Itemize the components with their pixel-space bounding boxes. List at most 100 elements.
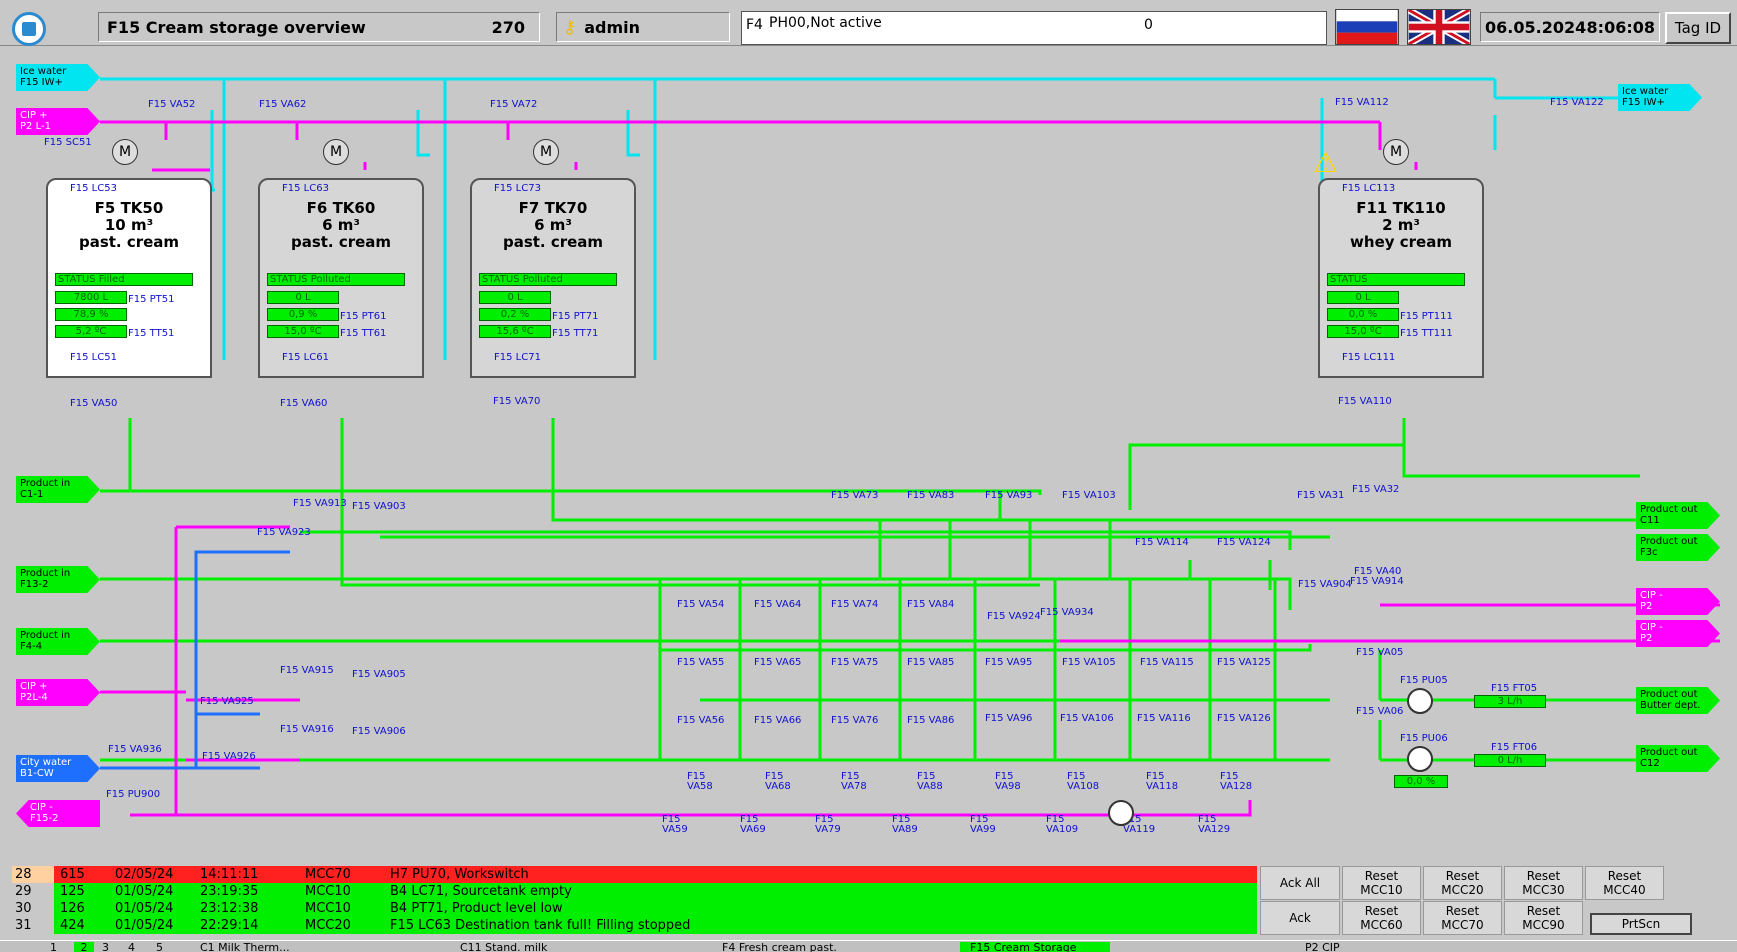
russian-flag-icon[interactable] [1335, 9, 1399, 45]
tank-temp: 15,0 ºC [1327, 325, 1399, 338]
datetime-box: 06.05.2024 8:06:08 [1480, 12, 1660, 42]
nav-tab-c11[interactable]: C11 Stand. milk [460, 942, 548, 952]
tag-id-button[interactable]: Tag ID [1665, 12, 1731, 44]
reset-mcc70-button[interactable]: Reset MCC70 [1423, 901, 1502, 935]
product-out-c11-tag[interactable]: Product out C11 [1636, 502, 1720, 529]
message-box[interactable]: F4 PH00,Not active 0 [741, 11, 1327, 45]
agitator-motor-icon[interactable]: M [1383, 139, 1409, 165]
valve-label: F15 VA936 [108, 744, 162, 755]
temp-transmitter-label: F15 TT71 [552, 328, 599, 339]
page-button[interactable]: 4 [128, 942, 135, 952]
valve-label: F15 VA70 [493, 396, 541, 407]
pump-label: F15 PU900 [106, 789, 161, 800]
cip-out-p2-tag-1[interactable]: CIP - P2 [1636, 588, 1720, 615]
pump-pu05-icon[interactable] [1407, 688, 1433, 714]
valve-label: F15 VA110 [1338, 396, 1392, 407]
tank-level: 0 L [479, 291, 551, 304]
valve-label: F15 VA923 [257, 527, 311, 538]
tank-percent: 0,2 % [479, 308, 551, 321]
flow-transmitter-label: F15 FT05 [1491, 683, 1538, 694]
page-button[interactable]: 5 [156, 942, 163, 952]
reset-mcc60-button[interactable]: Reset MCC60 [1342, 901, 1421, 935]
tank-percent: 0,0 % [1327, 308, 1399, 321]
valve-label: F15 VA924 [987, 611, 1041, 622]
city-water-tag[interactable]: City water B1-CW [16, 755, 100, 782]
nav-tab-c1[interactable]: C1 Milk Therm... [200, 942, 290, 952]
agitator-motor-icon[interactable]: M [112, 139, 138, 165]
reset-mcc10-button[interactable]: Reset MCC10 [1342, 866, 1421, 900]
product-in-f4-tag[interactable]: Product in F4-4 [16, 628, 100, 655]
product-in-c1-tag[interactable]: Product in C1-1 [16, 476, 100, 503]
valve-label: F15 VA86 [907, 715, 955, 726]
page-button[interactable]: 3 [102, 942, 109, 952]
ice-water-out-tag[interactable]: Ice water F15 IW+ [1618, 84, 1702, 111]
product-out-butter-tag[interactable]: Product out Butter dept. [1636, 687, 1720, 714]
message-prefix: F4 [746, 17, 763, 33]
agitator-motor-icon[interactable]: M [323, 139, 349, 165]
agitator-motor-icon[interactable]: M [533, 139, 559, 165]
key-icon: ⚷ [563, 16, 577, 38]
valve-label: F15 VA62 [259, 99, 307, 110]
valve-label: F15 VA109 [1046, 814, 1079, 835]
tank-level: 0 L [1327, 291, 1399, 304]
valve-label: F15 VA914 [1350, 576, 1404, 587]
reset-mcc40-button[interactable]: Reset MCC40 [1585, 866, 1664, 900]
uk-flag-icon[interactable] [1407, 9, 1471, 45]
cip-out-p2-tag-2[interactable]: CIP - P2 [1636, 620, 1720, 647]
valve-label: F15 VA913 [293, 498, 347, 509]
valve-label: F15 VA905 [352, 669, 406, 680]
user-box[interactable]: ⚷ admin [556, 12, 730, 42]
valve-label: F15 VA31 [1297, 490, 1345, 501]
flow-ft05-value: 3 L/h [1474, 695, 1546, 708]
valve-label: F15 VA68 [765, 771, 791, 792]
reset-mcc20-button[interactable]: Reset MCC20 [1423, 866, 1502, 900]
valve-label: F15 VA60 [280, 398, 328, 409]
cip-in-top-tag[interactable]: CIP + P2 L-1 [16, 108, 100, 135]
valve-label: F15 VA916 [280, 724, 334, 735]
reset-mcc90-button[interactable]: Reset MCC90 [1504, 901, 1583, 935]
nav-tab-f15[interactable]: F15 Cream Storage [960, 942, 1110, 952]
product-out-f3c-tag[interactable]: Product out F3c [1636, 534, 1720, 561]
product-out-c12-tag[interactable]: Product out C12 [1636, 745, 1720, 772]
valve-label: F15 VA99 [970, 814, 996, 835]
pump-pu900-icon[interactable] [1108, 800, 1134, 826]
pump-pu06-icon[interactable] [1407, 746, 1433, 772]
valve-label: F15 VA59 [662, 814, 688, 835]
valve-label: F15 VA108 [1067, 771, 1100, 792]
ack-all-button[interactable]: Ack All [1260, 866, 1340, 900]
tank-level: 7800 L [55, 291, 127, 304]
reset-mcc30-button[interactable]: Reset MCC30 [1504, 866, 1583, 900]
page-button[interactable]: 2 [74, 942, 94, 952]
nav-tab-f4[interactable]: F4 Fresh cream past. [722, 942, 837, 952]
valve-label: F15 VA78 [841, 771, 867, 792]
valve-label: F15 VA125 [1217, 657, 1271, 668]
temp-transmitter-label: F15 TT51 [128, 328, 175, 339]
level-switch-bottom-label: F15 LC51 [70, 352, 117, 363]
nav-tab-p2[interactable]: P2 CIP [1305, 942, 1340, 952]
page-button[interactable]: 1 [50, 942, 57, 952]
temp-transmitter-label: F15 TT111 [1400, 328, 1453, 339]
product-in-f13-tag[interactable]: Product in F13-2 [16, 566, 100, 593]
cip-in-p2l4-tag[interactable]: CIP + P2L-4 [16, 679, 100, 706]
valve-label: F15 VA112 [1335, 97, 1389, 108]
ack-button[interactable]: Ack [1260, 901, 1340, 935]
warning-icon[interactable]: ⚠ [1313, 146, 1339, 179]
valve-label: F15 VA93 [985, 490, 1033, 501]
level-switch-label: F15 LC73 [494, 183, 541, 194]
valve-label: F15 VA118 [1146, 771, 1179, 792]
ice-water-in-tag[interactable]: Ice water F15 IW+ [16, 64, 100, 91]
screen-taskbar: 1 2 3 4 5 C1 Milk Therm... C11 Stand. mi… [0, 940, 1737, 952]
cip-out-f15-tag[interactable]: CIP - F15-2 [16, 800, 100, 827]
print-screen-button[interactable]: PrtScn [1590, 913, 1692, 935]
valve-label: F15 VA106 [1060, 713, 1114, 724]
valve-label: F15 VA116 [1137, 713, 1191, 724]
